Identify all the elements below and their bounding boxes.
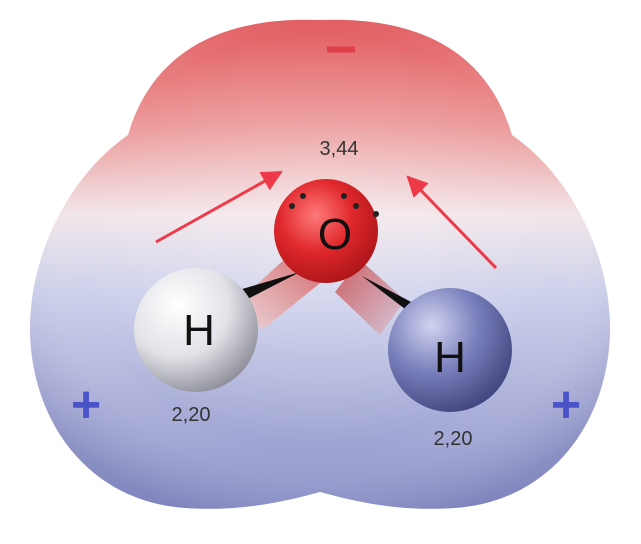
bond-left-wedge bbox=[232, 272, 300, 304]
dipole-arrow-left bbox=[155, 170, 283, 244]
oxygen-symbol: O bbox=[318, 210, 352, 259]
dipole-arrow-right bbox=[406, 175, 498, 270]
hydrogen-right-electronegativity: 2,20 bbox=[434, 428, 473, 450]
hydrogen-left-atom bbox=[134, 268, 258, 392]
positive-charge-sign-right: + bbox=[551, 376, 581, 434]
bond-right-tube bbox=[335, 260, 405, 335]
hydrogen-right-atom bbox=[388, 288, 512, 412]
hydrogen-left-electronegativity: 2,20 bbox=[172, 404, 211, 426]
oxygen-electronegativity: 3,44 bbox=[320, 138, 359, 160]
oxygen-atom bbox=[274, 179, 378, 283]
hydrogen-left-symbol: H bbox=[183, 306, 215, 355]
positive-charge-sign-left: + bbox=[71, 376, 101, 434]
hydrogen-right-symbol: H bbox=[434, 333, 466, 382]
negative-charge-sign: − bbox=[325, 17, 358, 80]
lone-pair-dots bbox=[289, 193, 379, 217]
